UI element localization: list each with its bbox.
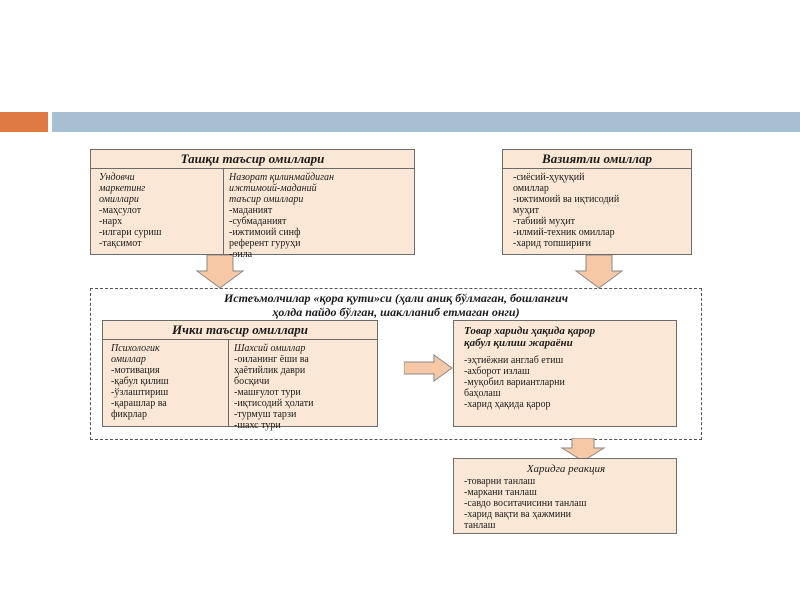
psychological-factors-list-line: -қабул қилиш bbox=[111, 376, 169, 387]
psychological-factors-heading-line: омиллар bbox=[111, 354, 146, 365]
arrow-down-situational-shape bbox=[574, 255, 624, 289]
situational-factors-list-line: муҳит bbox=[513, 205, 540, 216]
situational-factors-list-line: -илмий-техник омиллар bbox=[513, 227, 615, 238]
arrow-right-shape bbox=[404, 354, 453, 382]
marketing-factors-heading-line: омиллари bbox=[99, 194, 139, 205]
black-box-title: Истеъмолчилар «қора қути»си (ҳали аниқ б… bbox=[95, 291, 697, 319]
personal-factors-list-line: -иқтисодий ҳолати bbox=[234, 398, 314, 409]
purchase-reaction-list-line: -харид вақти ва ҳажмини bbox=[464, 509, 571, 520]
sociocultural-factors-list-line: -маданият bbox=[229, 205, 273, 216]
decision-process-title-line: Товар хариди ҳақида қарор bbox=[464, 325, 596, 337]
black-box-title-line2: ҳолда пайдо бўлган, шаклланиб етмаган он… bbox=[272, 305, 520, 319]
purchase-reaction-box: Харидга реакция -товарни танлаш-маркани … bbox=[453, 458, 677, 534]
sociocultural-factors-heading-line: ижтимоий-маданий bbox=[229, 183, 317, 194]
personal-factors-heading: Шахсий омиллар bbox=[234, 343, 313, 354]
psychological-factors-list-line: -қарашлар ва bbox=[111, 398, 167, 409]
arrow-down-situational bbox=[574, 255, 624, 289]
situational-factors-list-line: -сиёсий-ҳуқуқий bbox=[513, 172, 585, 183]
marketing-factors-list: -маҳсулот-нарх-илгари суриш-тақсимот bbox=[99, 205, 161, 249]
marketing-factors-list-line: -тақсимот bbox=[99, 238, 142, 249]
sociocultural-factors-list-line: -ижтимоий синф bbox=[229, 227, 301, 238]
purchase-reaction-list-line: -маркани танлаш bbox=[464, 487, 537, 498]
purchase-reaction-list-line: танлаш bbox=[464, 520, 496, 531]
arrow-down-reaction-shape bbox=[560, 438, 606, 462]
header-band-bar bbox=[52, 112, 800, 132]
sociocultural-factors-heading-line: таъсир омиллари bbox=[229, 194, 304, 205]
black-box-title-line1: Истеъмолчилар «қора қути»си (ҳали аниқ б… bbox=[223, 291, 569, 305]
decision-process-list-line: -эҳтиёжни англаб етиш bbox=[464, 355, 564, 366]
purchase-reaction-title: Харидга реакция bbox=[526, 463, 606, 475]
personal-factors-list-line: -турмуш тарзи bbox=[234, 409, 297, 420]
situational-factors-list-line: -ижтимоий ва иқтисодий bbox=[513, 194, 620, 205]
external-factors-divider bbox=[223, 169, 224, 255]
marketing-factors-list-line: -нарх bbox=[99, 216, 123, 227]
decision-process-list-line: -муқобил вариантларни bbox=[464, 377, 565, 388]
situational-factors-list-line: -харид топшириғи bbox=[513, 238, 592, 249]
situational-factors-list-line: омиллар bbox=[513, 183, 549, 194]
sociocultural-factors-list-line: -оила bbox=[229, 249, 253, 260]
decision-process-list-line: -харид ҳақида қарор bbox=[464, 399, 551, 410]
internal-factors-title: Ички таъсир омиллари bbox=[103, 321, 377, 340]
psychological-factors-list-line: фикрлар bbox=[111, 409, 147, 420]
arrow-down-external bbox=[195, 255, 245, 289]
header-band bbox=[0, 112, 800, 132]
situational-factors-title: Вазиятли омиллар bbox=[503, 150, 691, 169]
black-box-container bbox=[90, 288, 702, 440]
personal-factors-list-line: -шахс тури bbox=[234, 420, 281, 431]
psychological-factors-list-line: -мотивация bbox=[111, 365, 160, 376]
psychological-factors-list-line: -ўзлаштириш bbox=[111, 387, 169, 398]
internal-factors-divider bbox=[228, 340, 229, 427]
purchase-reaction-list-line: -савдо воситачисини танлаш bbox=[464, 498, 587, 509]
header-band-accent bbox=[0, 112, 48, 132]
decision-process-list: -эҳтиёжни англаб етиш-ахборот излаш-муқо… bbox=[464, 355, 595, 410]
marketing-factors-heading-line: маркетинг bbox=[99, 183, 146, 194]
psychological-factors-list: -мотивация-қабул қилиш-ўзлаштириш-қарашл… bbox=[111, 365, 169, 420]
purchase-reaction-list-line: -товарни танлаш bbox=[464, 476, 536, 487]
marketing-factors-list-line: -илгари суриш bbox=[99, 227, 162, 238]
sociocultural-factors-heading-line: Назорат қилинмайдиган bbox=[229, 172, 335, 183]
personal-factors-list-line: босқичи bbox=[234, 376, 270, 387]
external-factors-title: Ташқи таъсир омиллари bbox=[91, 150, 414, 169]
decision-process-list-line: баҳолаш bbox=[464, 388, 501, 399]
arrow-down-reaction bbox=[560, 438, 606, 462]
decision-process-title-line: қабул қилиш жараёни bbox=[464, 337, 573, 349]
arrow-right-to-decision bbox=[404, 354, 453, 382]
marketing-factors-list-line: -маҳсулот bbox=[99, 205, 142, 216]
situational-factors-list-line: -табиий муҳит bbox=[513, 216, 575, 227]
decision-process-list-line: -ахборот излаш bbox=[464, 366, 530, 377]
purchase-reaction-column: Харидга реакция -товарни танлаш-маркани … bbox=[464, 463, 668, 531]
sociocultural-factors-list-line: -субмаданият bbox=[229, 216, 287, 227]
psychological-factors-heading-line: Психологик bbox=[111, 343, 160, 354]
personal-factors-list-line: ҳаётийлик даври bbox=[234, 365, 306, 376]
sociocultural-factors-list-line: референт гуруҳи bbox=[229, 238, 301, 249]
personal-factors-heading-line: Шахсий омиллар bbox=[234, 343, 306, 354]
arrow-down-external-shape bbox=[195, 255, 245, 289]
marketing-factors-heading-line: Ундовчи bbox=[99, 172, 135, 183]
purchase-reaction-list: -товарни танлаш-маркани танлаш-савдо вос… bbox=[464, 476, 668, 531]
personal-factors-list-line: -машғулот тури bbox=[234, 387, 301, 398]
personal-factors-list-line: -оиланинг ёши ва bbox=[234, 354, 309, 365]
